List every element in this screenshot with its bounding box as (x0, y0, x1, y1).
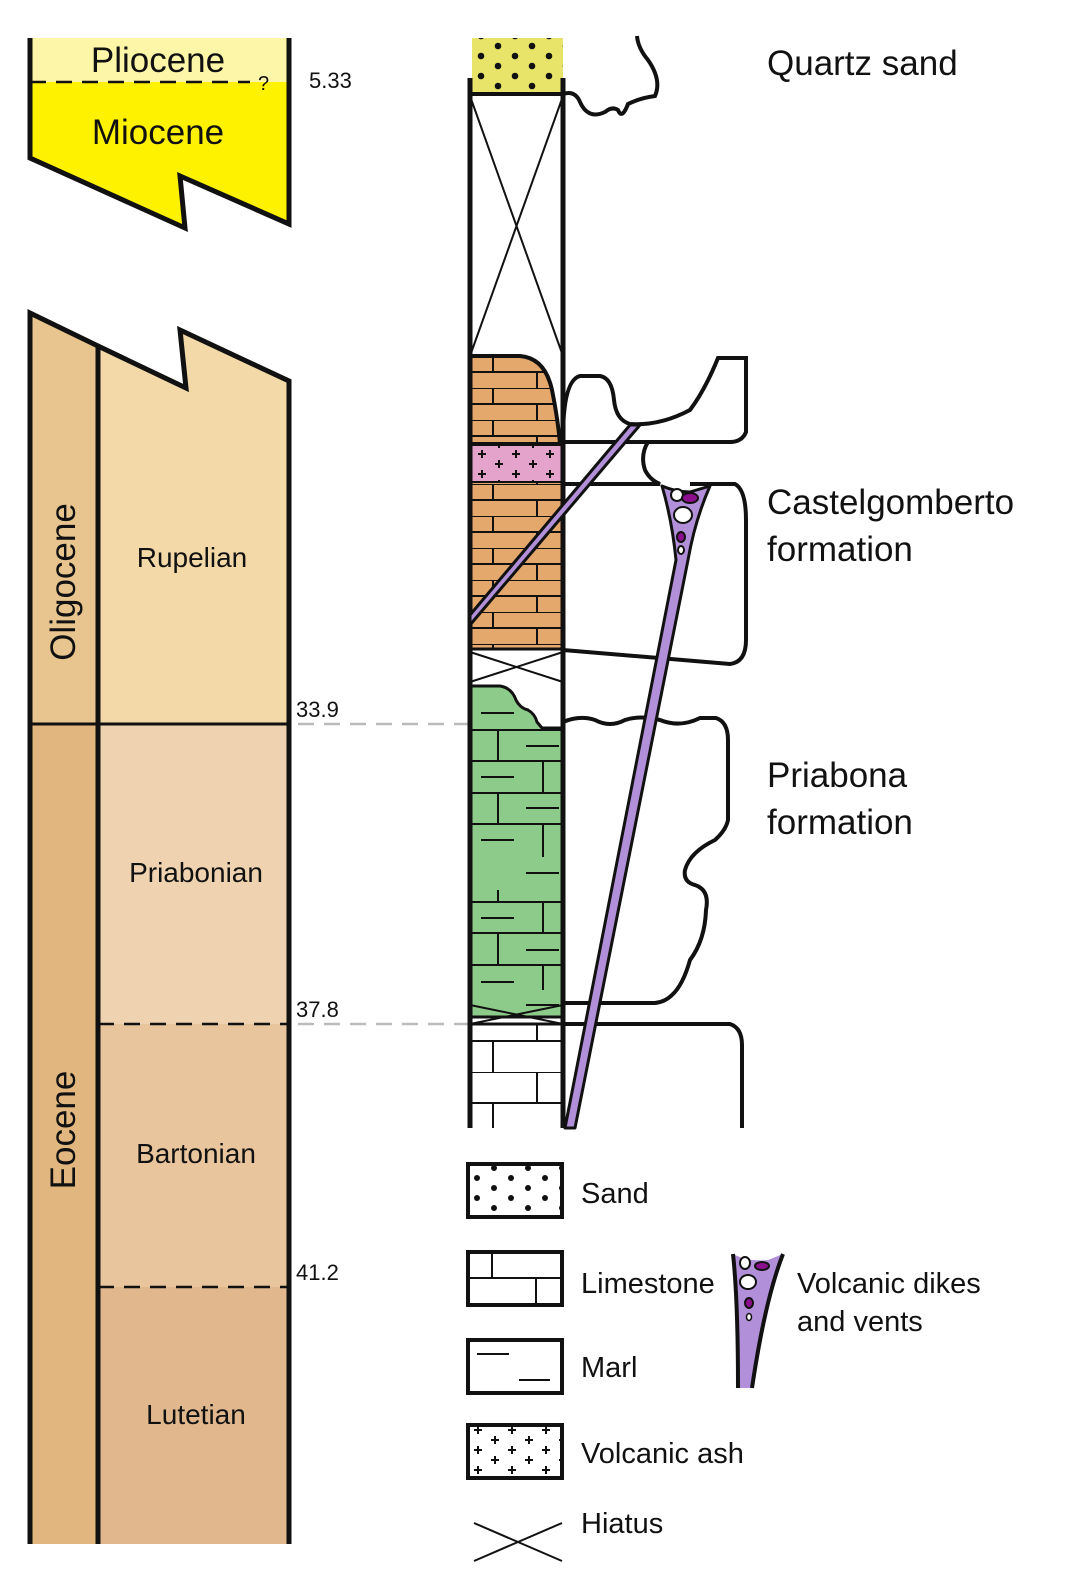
eocene-epoch-band (30, 724, 98, 1544)
profile-quartz-sand (562, 35, 660, 117)
marl-swatch (466, 1338, 564, 1395)
layer-priabona-marl (470, 686, 563, 1017)
upper-chrono-box: Pliocene Miocene ? (27, 38, 292, 233)
age-label-37-8: 37.8 (296, 997, 339, 1022)
legend-label-sand: Sand (581, 1178, 649, 1210)
layer-hiatus-upper (469, 95, 564, 357)
epoch-label-eocene: Eocene (44, 1071, 83, 1190)
lithology-column (467, 38, 566, 1128)
lutetian-stage-band (98, 1287, 289, 1544)
age-label-5-33: 5.33 (309, 68, 352, 93)
legend-item-sand: Sand (466, 1162, 649, 1219)
legend-label-marl: Marl (581, 1352, 637, 1384)
legend-label-volcanic-ash: Volcanic ash (581, 1438, 744, 1470)
legend-label-hiatus: Hiatus (581, 1508, 663, 1540)
uncertain-boundary-mark: ? (258, 73, 269, 95)
volcanic-ash-swatch (466, 1423, 564, 1480)
sand-swatch (466, 1162, 564, 1219)
legend-item-volcanic-ash: Volcanic ash (466, 1423, 744, 1480)
legend-item-marl: Marl (466, 1338, 637, 1395)
label-priabona-line2: formation (767, 803, 913, 842)
legend-label-limestone: Limestone (581, 1268, 715, 1300)
marl-limestone-pattern (470, 712, 563, 1006)
legend: Sand Limestone Marl Volcanic ash Hiatus (466, 1162, 981, 1562)
label-quartz-sand: Quartz sand (767, 44, 958, 83)
lower-chrono-outline (27, 309, 292, 1544)
layer-hiatus-middle (469, 651, 564, 683)
volcanic-dike-oblique (468, 423, 642, 627)
stage-label-lutetian: Lutetian (146, 1399, 246, 1430)
vent-clast-purple (681, 492, 699, 504)
vent-clast-purple (676, 531, 686, 543)
label-castelgomberto-line1: Castelgomberto (767, 483, 1014, 522)
volcanic-vent-and-dike (563, 484, 712, 1130)
pliocene-band (30, 38, 289, 82)
stage-label-bartonian: Bartonian (136, 1138, 256, 1169)
layer-eocene-limestone (470, 1024, 563, 1128)
label-priabona-line1: Priabona (767, 756, 908, 795)
legend-item-volcanic-dikes: Volcanic dikes and vents (731, 1253, 981, 1389)
legend-item-limestone: Limestone (466, 1250, 715, 1307)
legend-label-volcanic-dikes-line1: Volcanic dikes (797, 1268, 981, 1300)
epoch-label-oligocene: Oligocene (44, 503, 83, 661)
oligocene-epoch-band (30, 313, 98, 724)
priabonian-stage-band (98, 724, 289, 1024)
epoch-label-pliocene: Pliocene (91, 41, 225, 80)
miocene-band (30, 82, 289, 228)
weathering-profile (561, 35, 748, 1128)
epoch-label-miocene: Miocene (92, 113, 224, 152)
legend-label-volcanic-dikes-line2: and vents (797, 1306, 923, 1338)
age-label-33-9: 33.9 (296, 697, 339, 722)
layer-hiatus-lower (469, 1004, 564, 1025)
stage-label-rupelian: Rupelian (137, 542, 248, 573)
sand-pattern (472, 38, 563, 94)
bartonian-stage-band (98, 1024, 289, 1287)
lower-chrono-box: Oligocene Eocene Rupelian Priabonian Bar… (27, 309, 292, 1544)
legend-item-hiatus: Hiatus (473, 1508, 663, 1562)
upper-chrono-outline (27, 38, 292, 233)
label-castelgomberto-line2: formation (767, 530, 913, 569)
age-label-41-2: 41.2 (296, 1260, 339, 1285)
vent-clast-white (677, 545, 685, 555)
rupelian-stage-band (98, 330, 289, 724)
vent-clast-white (673, 506, 693, 524)
stage-label-priabonian: Priabonian (129, 857, 263, 888)
